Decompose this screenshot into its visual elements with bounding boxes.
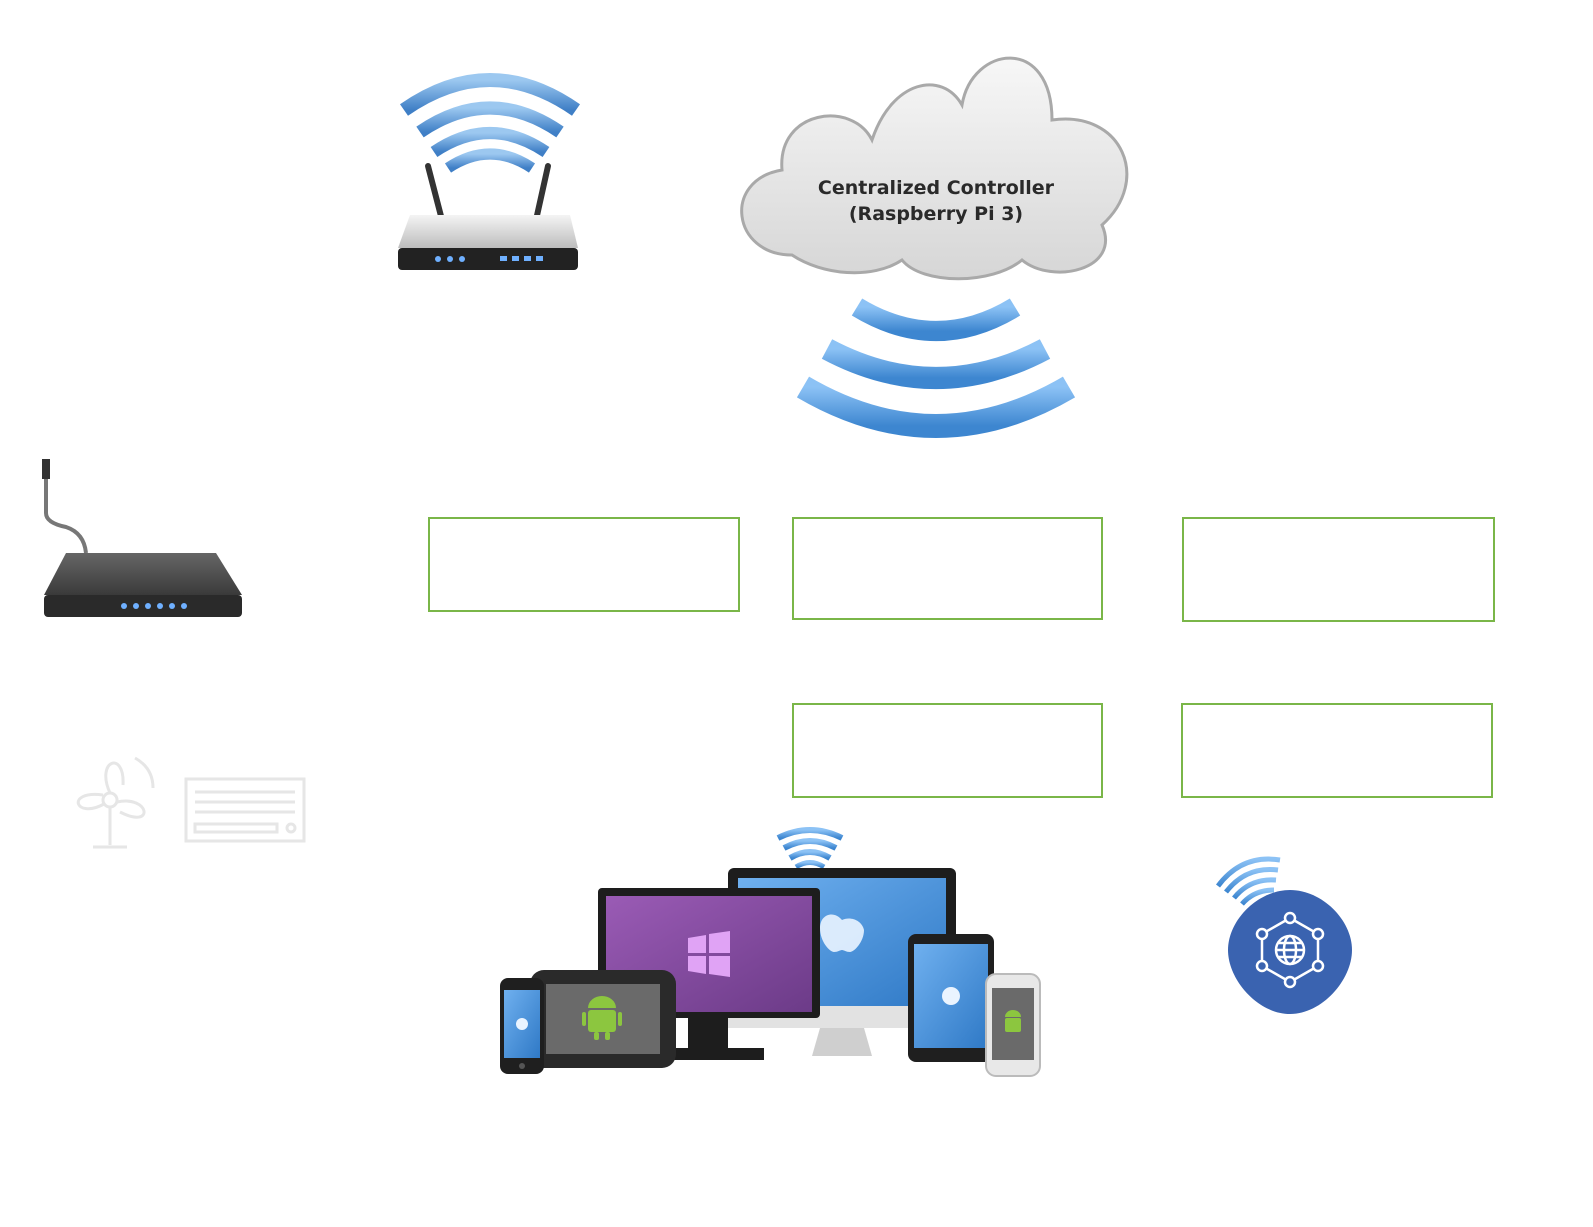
wifi-waves-icon <box>796 298 1076 438</box>
modem-icon <box>42 459 242 617</box>
cloud-icon <box>740 56 1129 281</box>
multi-device-icon <box>500 827 1041 1077</box>
diagram-box-5 <box>1181 703 1493 798</box>
diagram-box-1 <box>428 517 740 612</box>
controller-label-line2: (Raspberry Pi 3) <box>848 203 1024 225</box>
controller-label-line1: Centralized Controller <box>817 177 1055 199</box>
controller-label: Centralized Controller (Raspberry Pi 3) <box>740 175 1132 227</box>
wifi-router-icon <box>398 73 581 270</box>
diagram-box-3 <box>1182 517 1495 622</box>
air-conditioner-icon <box>184 777 306 843</box>
iot-network-icon <box>1216 856 1352 1014</box>
diagram-box-4 <box>792 703 1103 798</box>
fan-icon <box>76 756 155 849</box>
diagram-box-2 <box>792 517 1103 620</box>
